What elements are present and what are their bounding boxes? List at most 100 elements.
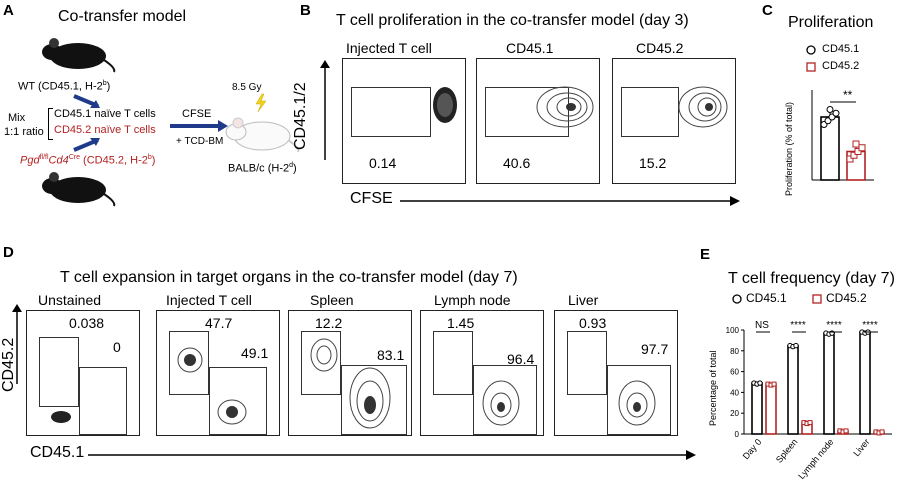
- panel-d-xlabel: CD45.1: [30, 444, 85, 461]
- arrow-icon: [170, 120, 228, 132]
- y-tick-label: 40: [730, 388, 739, 397]
- x-axis-arrow: [400, 196, 740, 206]
- x-tick-label: Lymph node: [796, 437, 835, 481]
- arrow-icon: [73, 94, 100, 108]
- cell-population: [536, 86, 594, 128]
- panel-label-d: D: [3, 244, 14, 261]
- plot-title: Unstained: [38, 292, 102, 308]
- gate-percent: 0.93: [579, 315, 607, 331]
- panel-d-title: T cell expansion in target organs in the…: [60, 269, 518, 286]
- data-point: [832, 109, 840, 117]
- gate: [209, 367, 267, 435]
- gate-percent: 47.7: [205, 315, 233, 331]
- panel-c-title: Proliferation: [788, 14, 874, 31]
- gate: [621, 87, 679, 137]
- flow-plot: 40.6: [476, 58, 600, 184]
- gate-percent: 97.7: [641, 341, 669, 357]
- panel-label-b: B: [300, 2, 311, 19]
- wt-label: WT (CD45.1, H-2b): [18, 80, 111, 93]
- y-tick-label: 20: [730, 409, 739, 418]
- cell-population: [217, 399, 247, 425]
- y-tick-label: 80: [730, 347, 739, 356]
- legend-cd451: CD45.1: [746, 291, 787, 305]
- significance-label: NS: [755, 320, 769, 331]
- gy-label: 8.5 Gy: [232, 82, 262, 93]
- panel-a-title: Co-transfer model: [58, 8, 187, 25]
- panel-label-e: E: [700, 246, 711, 263]
- data-point: [843, 428, 849, 434]
- data-point: [807, 420, 813, 426]
- data-point: [846, 155, 854, 163]
- y-tick-label: 60: [730, 368, 739, 377]
- data-point: [771, 381, 777, 387]
- gate-percent: 0.14: [369, 155, 397, 171]
- gate-percent: 1.45: [447, 315, 475, 331]
- y-tick-label: 100: [726, 326, 740, 335]
- panel-c-ylabel: Proliferation (% of total): [784, 101, 794, 196]
- data-point: [858, 144, 866, 152]
- gate: [39, 337, 79, 407]
- panel-e-title: T cell frequency (day 7): [728, 270, 895, 287]
- cell-population: [310, 338, 338, 372]
- flow-plot: 0.14: [342, 58, 466, 184]
- gate-percent: 0: [113, 339, 121, 355]
- gate: [607, 365, 671, 435]
- significance-label: ****: [826, 320, 842, 331]
- flow-plot: 0.93 97.7: [554, 310, 678, 436]
- gate-percent: 15.2: [639, 155, 667, 171]
- panel-b-title: T cell proliferation in the co-transfer …: [336, 12, 689, 29]
- plot-title: Injected T cell: [346, 40, 432, 56]
- x-tick-label: Day 0: [741, 437, 764, 461]
- x-tick-label: Spleen: [774, 437, 800, 465]
- gate: [301, 331, 341, 395]
- panel-b-xlabel: CFSE: [350, 190, 393, 207]
- mouse-icon: [42, 38, 116, 73]
- bar: [823, 332, 835, 435]
- panel-e-ylabel: Percentage of total: [708, 350, 718, 426]
- ko-label: Pgdfl/flCd4Cre (CD45.2, H-2b): [20, 154, 156, 167]
- legend-square-icon: [812, 294, 822, 304]
- gate-percent: 83.1: [377, 347, 405, 363]
- recipient-mouse-icon: [225, 117, 300, 153]
- data-point: [879, 429, 885, 435]
- gate-percent: 49.1: [241, 345, 269, 361]
- legend-cd452: CD45.2: [822, 60, 860, 72]
- significance: **: [843, 88, 853, 102]
- flow-plot: 47.7 49.1: [156, 310, 280, 436]
- legend-circle-icon: [732, 294, 742, 304]
- bar: [859, 331, 871, 435]
- gate-percent: 0.038: [69, 315, 105, 331]
- flow-plot: 1.45 96.4: [420, 310, 544, 436]
- cell-population: [51, 411, 71, 423]
- flow-plot: 15.2: [612, 58, 736, 184]
- panel-label-c: C: [762, 2, 773, 19]
- plot-title: Lymph node: [434, 292, 511, 308]
- plot-title: CD45.1: [506, 40, 554, 56]
- gate: [341, 365, 407, 435]
- cell-population: [433, 87, 457, 123]
- balbc-label: BALB/c (H-2d): [228, 162, 297, 175]
- mouse-icon: [42, 172, 116, 207]
- gate: [473, 365, 537, 435]
- bracket: [48, 108, 53, 140]
- data-point: [757, 380, 763, 386]
- x-tick-label: Liver: [851, 437, 871, 458]
- gate: [567, 331, 607, 395]
- plot-title: CD45.2: [636, 40, 684, 56]
- panel-b-ylabel: CD45.1/2: [292, 82, 309, 150]
- cell-population: [177, 347, 203, 373]
- plot-title: Liver: [568, 292, 599, 308]
- cell-population: [349, 367, 391, 429]
- legend-cd452: CD45.2: [826, 291, 867, 305]
- gate-percent: 96.4: [507, 351, 535, 367]
- cell-population: [482, 380, 520, 426]
- tcdbm-label: + TCD-BM: [176, 136, 224, 147]
- arrow-icon: [73, 138, 100, 152]
- data-point: [854, 148, 862, 155]
- x-axis-arrow: [88, 450, 696, 460]
- gate-percent: 12.2: [315, 315, 343, 331]
- cfse-label: CFSE: [182, 108, 212, 120]
- significance-label: ****: [862, 320, 878, 331]
- gate: [79, 367, 127, 435]
